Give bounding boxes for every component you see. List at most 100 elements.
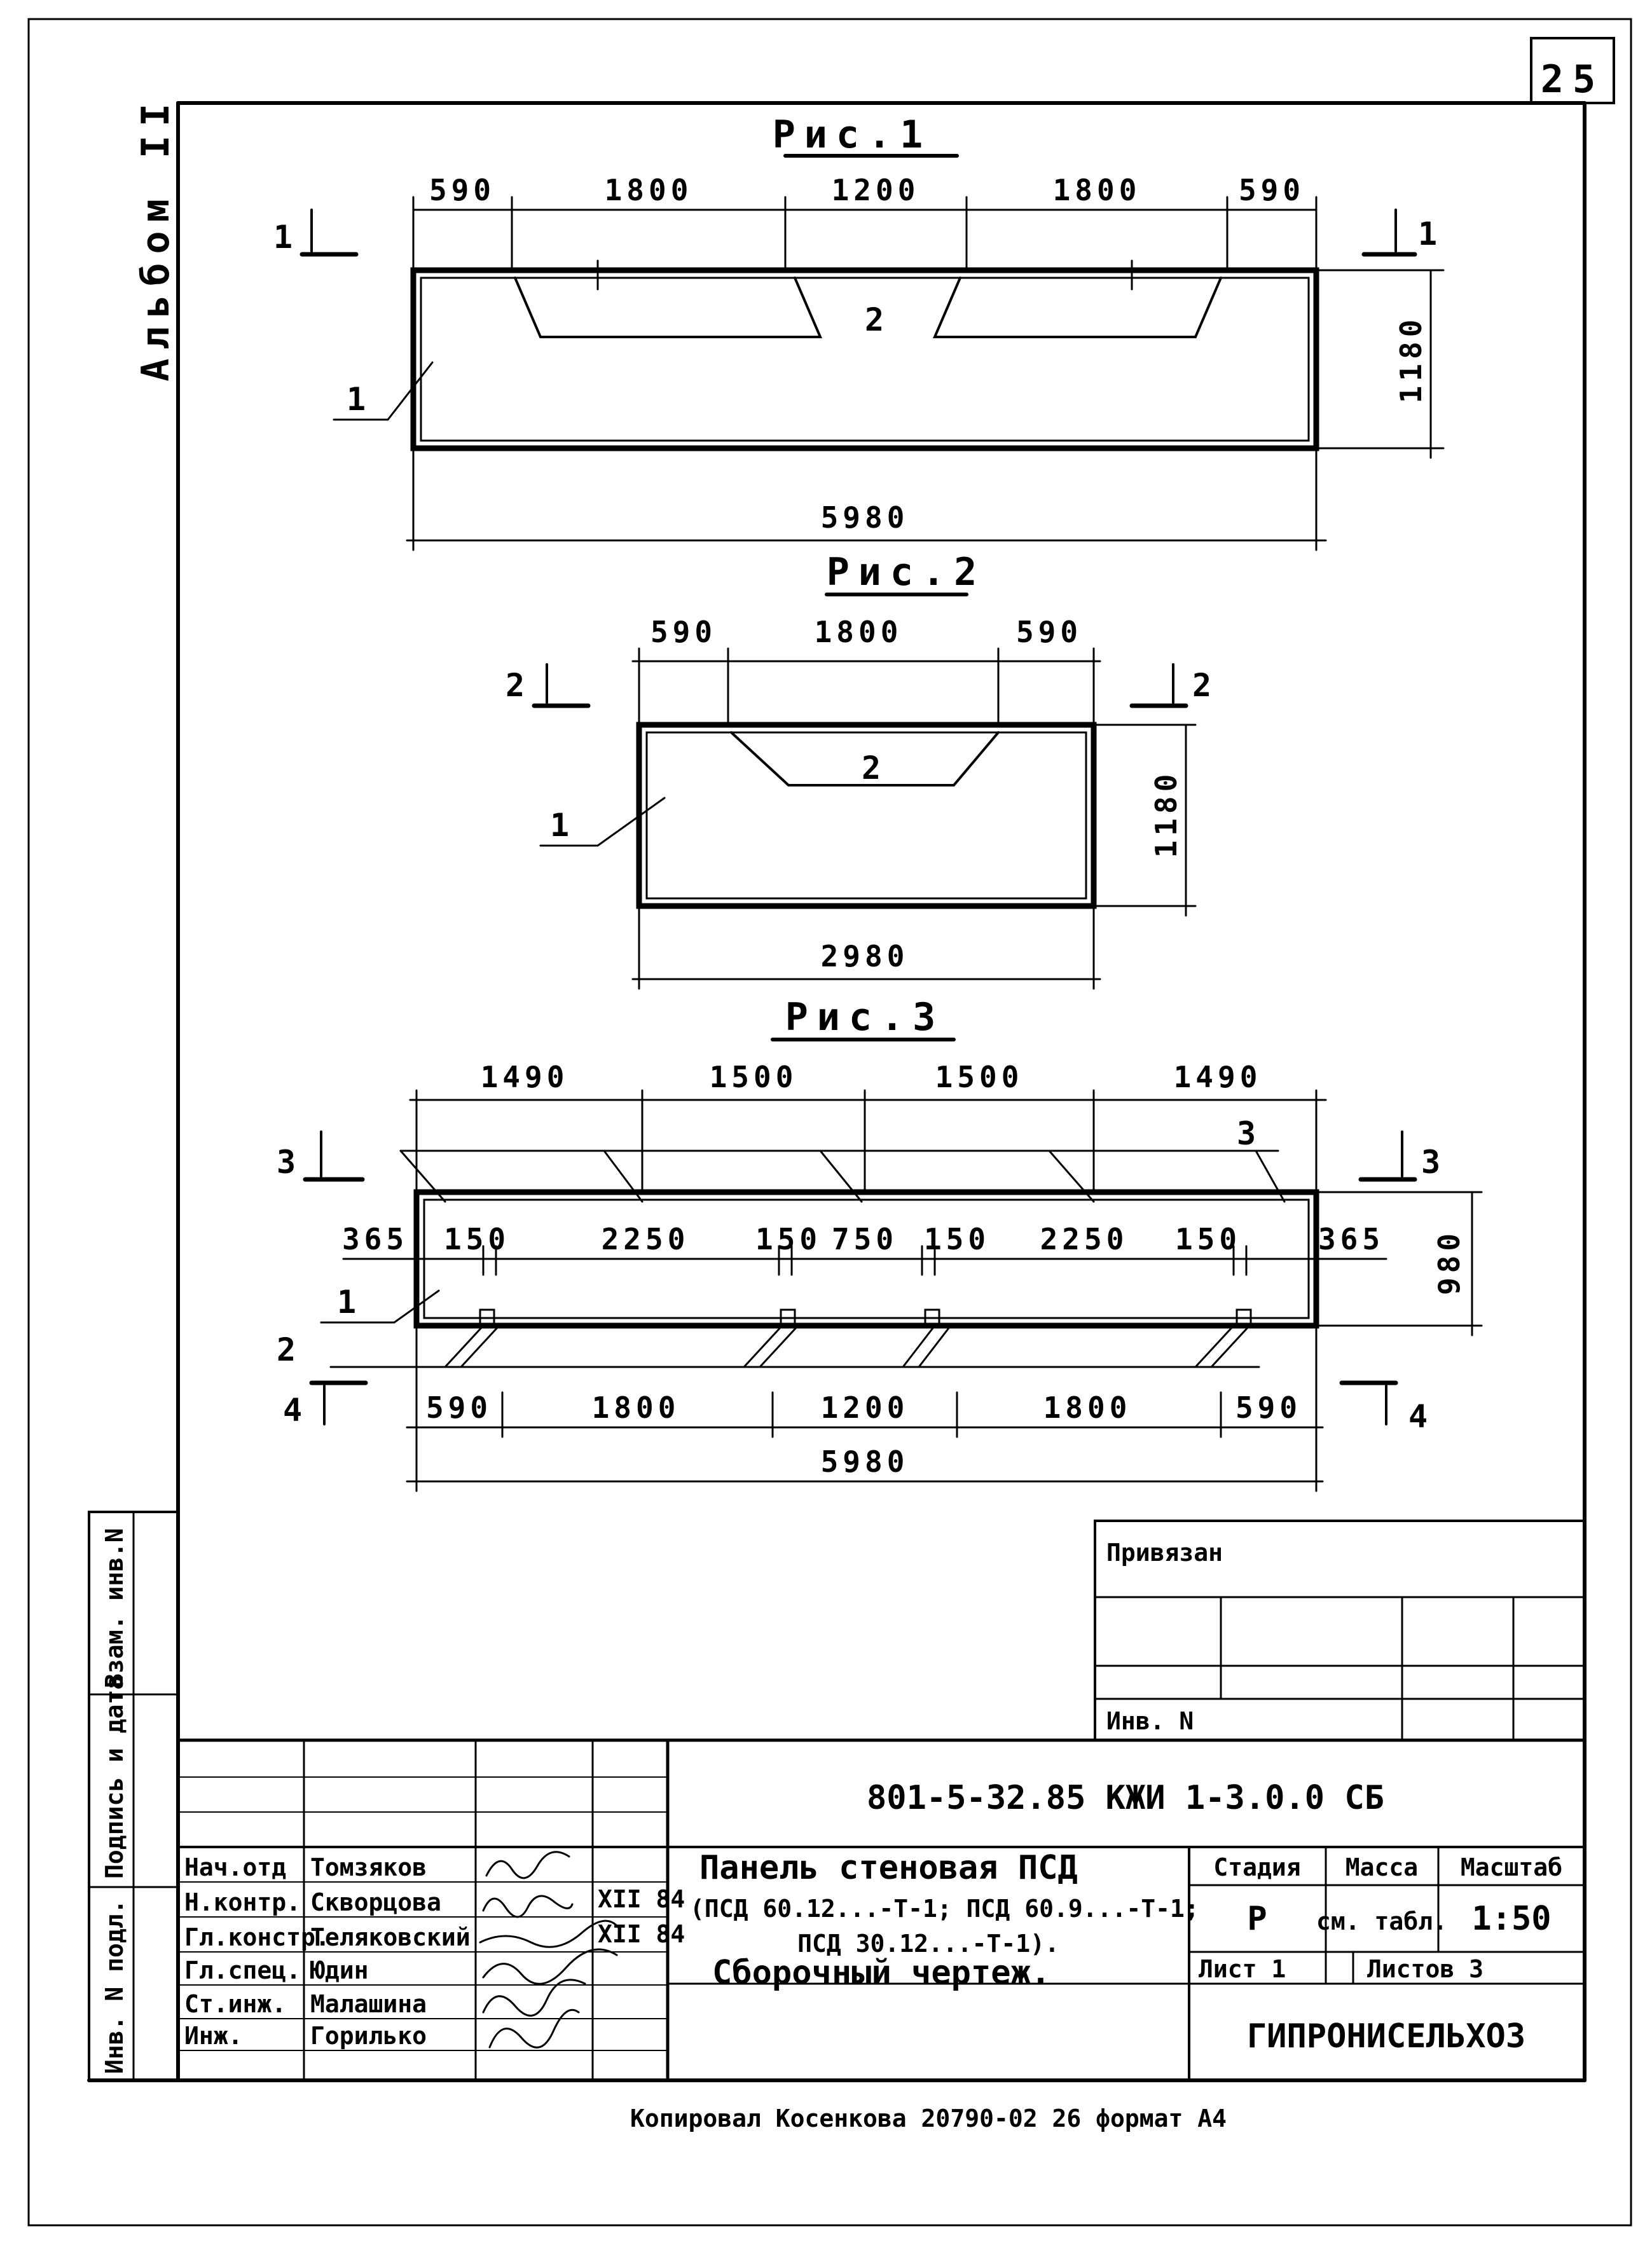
name-5: Горилько xyxy=(310,2022,427,2050)
name-2: Теляковский xyxy=(310,1923,471,1951)
role-3: Гл.спец. xyxy=(184,1956,301,1984)
fig3-mid-dim-8: 365 xyxy=(1318,1222,1384,1256)
fig1-height-dim: 1180 xyxy=(1394,315,1428,404)
fig1-total-dim: 5980 xyxy=(821,500,909,535)
fig3-item-3-label: 3 xyxy=(1237,1115,1256,1152)
signature-3 xyxy=(482,1948,618,1985)
fig3-section-3-right-label: 3 xyxy=(1421,1144,1440,1181)
fig2-panel-inner xyxy=(645,731,1087,900)
fig3-top-dim-2: 1500 xyxy=(935,1060,1024,1094)
fig3-item-3-lead-1 xyxy=(603,1150,644,1203)
fig1-dim-0: 590 xyxy=(429,173,495,207)
page-number: 25 xyxy=(1541,57,1604,102)
fig3-item-3-lead-3 xyxy=(1048,1150,1095,1203)
organization: ГИПРОНИСЕЛЬХОЗ xyxy=(1247,2017,1525,2056)
product-name-3: ПСД 30.12...-Т-1). xyxy=(797,1930,1059,1958)
sheet-number: Лист 1 xyxy=(1199,1955,1286,1983)
fig3-height-dim: 980 xyxy=(1432,1229,1466,1295)
scale-value: 1:50 xyxy=(1471,1900,1551,1938)
fig2-dim-0: 590 xyxy=(650,615,717,649)
fig3-item-1-label: 1 xyxy=(337,1284,356,1321)
fig1-dim-4: 590 xyxy=(1239,173,1305,207)
signature-5 xyxy=(488,2008,580,2049)
scale-label: Масштаб xyxy=(1461,1853,1562,1881)
fig2-item-1-leader xyxy=(539,797,666,847)
role-4: Ст.инж. xyxy=(184,1990,286,2018)
role-0: Нач.отд xyxy=(184,1853,286,1881)
fig3-mid-dim-1: 150 xyxy=(444,1222,510,1256)
fig1-panel-inner xyxy=(420,277,1310,442)
name-0: Томзяков xyxy=(310,1853,427,1881)
fig3-mid-dim-2: 2250 xyxy=(602,1222,690,1256)
role-1: Н.контр. xyxy=(184,1888,301,1916)
fig3-top-dim-0: 1490 xyxy=(481,1060,569,1094)
fig1-dim-1: 1800 xyxy=(605,173,693,207)
fig2-title: Рис.2 xyxy=(827,550,986,594)
fig3-embed-1 xyxy=(780,1308,796,1329)
fig3-bot-dim-2: 1200 xyxy=(821,1390,909,1425)
fig3-item-2-lead-3 xyxy=(759,1324,799,1368)
fig3-section-4-right-label: 4 xyxy=(1408,1398,1428,1435)
fig3-item-2-lead-7 xyxy=(1210,1324,1251,1368)
footer-copy: Копировал Косенкова 20790-02 26 формат А… xyxy=(630,2104,1227,2132)
fig3-item-2-lead-0 xyxy=(444,1324,485,1368)
fig1-item-1-label: 1 xyxy=(347,381,366,418)
fig1-title: Рис.1 xyxy=(773,113,932,157)
outer-frame xyxy=(27,18,1632,2227)
fig2-item-2-label: 2 xyxy=(862,750,881,786)
date-1: XII 84 xyxy=(598,1885,685,1913)
product-name-4: Сборочный чертеж. xyxy=(712,1954,1050,1992)
fig2-opening xyxy=(730,731,1000,786)
binding-inv: Инв. N xyxy=(1106,1707,1194,1735)
name-4: Малашина xyxy=(310,1990,427,2018)
fig2-dim-1: 1800 xyxy=(815,615,903,649)
signature-0 xyxy=(485,1851,570,1879)
name-1: Скворцова xyxy=(310,1888,441,1916)
product-name-1: Панель стеновая ПСД xyxy=(699,1849,1078,1887)
fig2-section-right-label: 2 xyxy=(1192,667,1211,704)
sheet-count: Листов 3 xyxy=(1367,1955,1483,1983)
fig3-item-2-lead-6 xyxy=(1194,1324,1235,1368)
fig3-bot-dim-3: 1800 xyxy=(1043,1390,1132,1425)
fig3-bot-dim-4: 590 xyxy=(1236,1390,1302,1425)
fig3-item-1-leader xyxy=(320,1289,440,1324)
fig3-item-2-label: 2 xyxy=(277,1331,296,1368)
fig3-top-dim-3: 1490 xyxy=(1174,1060,1262,1094)
fig3-section-3-left-label: 3 xyxy=(277,1144,296,1181)
fig3-mid-dim-3: 150 xyxy=(755,1222,822,1256)
fig3-bot-dim-1: 1800 xyxy=(592,1390,680,1425)
binding-title: Привязан xyxy=(1106,1539,1223,1567)
fig3-item-2-lead-1 xyxy=(460,1324,500,1368)
fig1-panel xyxy=(410,267,1319,451)
fig3-item-3-lead-4 xyxy=(1255,1150,1286,1203)
fig2-section-left-label: 2 xyxy=(506,667,525,704)
fig2-total-dim: 2980 xyxy=(821,939,909,973)
doc-code: 801-5-32.85 КЖИ 1-3.0.0 СБ xyxy=(867,1779,1384,1817)
fig1-item-1-leader xyxy=(333,361,434,421)
fig3-item-3-lead-0 xyxy=(399,1150,446,1203)
fig3-embed-0 xyxy=(479,1308,495,1329)
fig3-section-4-left-label: 4 xyxy=(283,1392,302,1429)
fig3-item-2-lead-4 xyxy=(902,1324,936,1368)
fig1-section-left-label: 1 xyxy=(273,219,293,256)
fig3-item-2-lead-5 xyxy=(918,1324,952,1368)
fig1-opening-right xyxy=(932,277,1222,338)
album-label: Альбом II xyxy=(134,95,178,381)
title-block xyxy=(176,1738,1587,2082)
signature-1 xyxy=(482,1895,574,1918)
fig3-embed-3 xyxy=(1236,1308,1252,1329)
fig3-title: Рис.3 xyxy=(785,995,945,1040)
fig3-mid-dim-6: 2250 xyxy=(1040,1222,1129,1256)
fig1-dim-2: 1200 xyxy=(832,173,920,207)
side-stamp-signature: Подпись и дата xyxy=(100,1675,128,1879)
role-5: Инж. xyxy=(184,2022,243,2050)
fig3-item-3-lead-2 xyxy=(819,1150,863,1203)
fig2-dim-2: 590 xyxy=(1016,615,1082,649)
name-3: Юдин xyxy=(310,1956,369,1984)
fig1-item-2-label: 2 xyxy=(865,301,884,338)
signature-2 xyxy=(479,1919,621,1948)
fig1-section-right-label: 1 xyxy=(1418,216,1437,252)
role-2: Гл.констр. xyxy=(184,1923,330,1951)
